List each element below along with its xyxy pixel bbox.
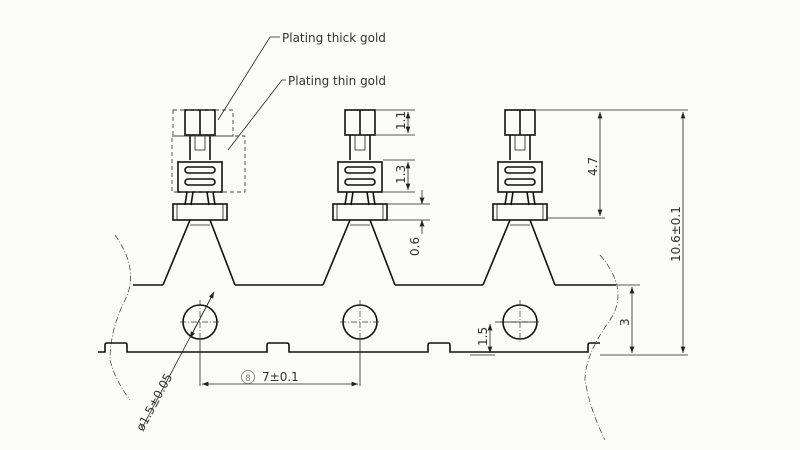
thin-gold-leader xyxy=(227,79,286,151)
thick-gold-leader xyxy=(217,36,280,121)
terminal-pin-2 xyxy=(322,109,396,286)
extension-lines xyxy=(376,109,688,356)
dim-body-height: 1.3 xyxy=(394,165,408,184)
carrier-strip xyxy=(98,284,616,353)
callout-thick-gold: Plating thick gold xyxy=(282,31,386,45)
dim-strip-width: 3 xyxy=(618,318,632,326)
dim-pin-height: 4.7 xyxy=(586,157,600,176)
break-line-right xyxy=(584,254,619,441)
pilot-hole-2 xyxy=(339,299,381,345)
pilot-hole-1 xyxy=(179,299,221,345)
dim-hole-offset: 1.5 xyxy=(476,327,490,346)
pitch-marker: 8 xyxy=(245,374,251,384)
dimension-lines xyxy=(141,112,686,429)
dim-flange-gap: 0.6 xyxy=(408,237,422,256)
break-line-left xyxy=(109,234,131,401)
thick-gold-zone xyxy=(172,109,234,137)
dim-hole-diameter: ø1.5±0.05 xyxy=(133,371,175,433)
dim-total-height: 10.6±0.1 xyxy=(669,206,683,262)
dim-cap-height: 1.1 xyxy=(394,111,408,130)
pitch-marker-circle xyxy=(241,370,255,384)
thin-gold-zone xyxy=(171,135,246,193)
terminal-pin-3 xyxy=(482,109,556,286)
callout-thin-gold: Plating thin gold xyxy=(288,74,386,88)
dim-pitch: 7±0.1 xyxy=(262,370,299,384)
